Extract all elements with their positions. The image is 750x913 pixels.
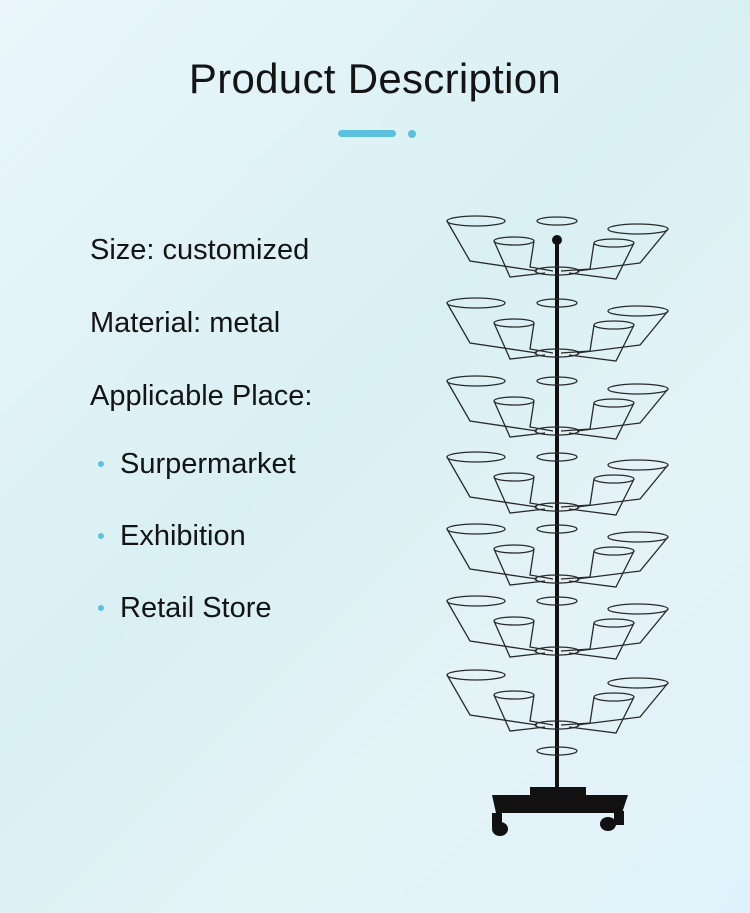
rack-tier [446,297,669,362]
rack-top-knob [552,235,562,245]
rack-tier [446,595,669,660]
rack-base-top [530,787,586,795]
title-divider [338,129,428,139]
place-label: Exhibition [120,520,246,552]
divider-bar [338,130,396,137]
rack-drawing [446,215,669,836]
wheel-icon [492,822,508,836]
hat-rack-icon [430,205,680,845]
rack-leg [492,813,502,827]
rack-leg [614,811,624,825]
bullet-icon [98,461,104,467]
place-label: Retail Store [120,592,272,624]
bullet-icon [98,605,104,611]
bullet-icon [98,533,104,539]
rack-tier [446,451,669,516]
list-item: Surpermarket [98,444,428,484]
spec-material: Material: metal [90,307,281,339]
list-item: Exhibition [98,516,428,556]
applicable-place-list: Surpermarket Exhibition Retail Store [98,444,428,660]
spec-size: Size: customized [90,234,310,266]
rack-base [492,795,628,813]
divider-dot [408,130,416,138]
spec-applicable-place: Applicable Place: [90,380,313,412]
rack-tier [446,523,669,588]
wheel-icon [600,817,616,831]
spec-list: Size: customized Material: metal Applica… [90,230,420,449]
place-label: Surpermarket [120,448,296,480]
rack-tier [446,215,669,280]
page-title: Product Description [188,55,562,102]
rack-tier [446,375,669,440]
rack-tier [446,669,669,756]
list-item: Retail Store [98,588,428,628]
